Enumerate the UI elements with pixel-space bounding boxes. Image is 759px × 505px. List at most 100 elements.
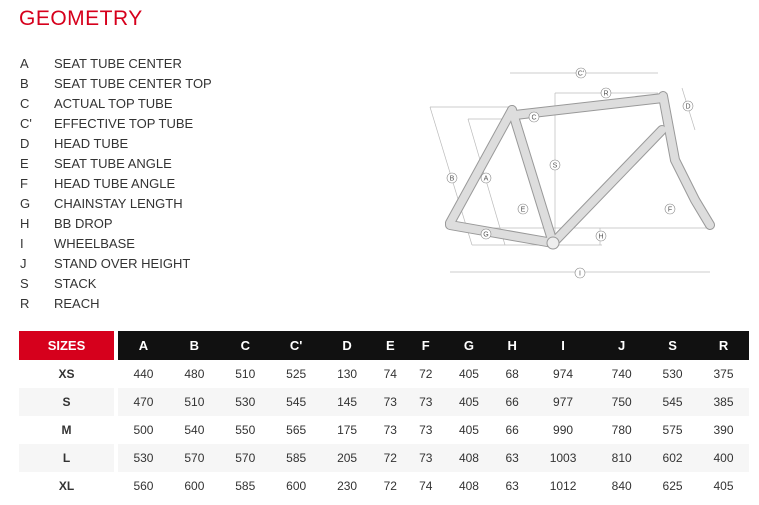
page-title: GEOMETRY bbox=[19, 7, 143, 30]
legend-key: G bbox=[20, 195, 31, 211]
legend-label: STAND OVER HEIGHT bbox=[54, 255, 191, 271]
table-cell: 408 bbox=[458, 479, 479, 493]
table-cell: 72 bbox=[372, 444, 409, 472]
svg-text:B: B bbox=[450, 176, 455, 183]
legend-label: STACK bbox=[54, 275, 97, 291]
table-cell: 470 bbox=[118, 388, 169, 416]
table-cell: 405 bbox=[713, 479, 734, 493]
table-cell: 375 bbox=[713, 367, 734, 381]
table-cell: 400 bbox=[698, 444, 749, 472]
legend-label: CHAINSTAY LENGTH bbox=[54, 195, 183, 211]
size-label: M bbox=[19, 416, 118, 444]
table-cell: 390 bbox=[713, 423, 734, 437]
table-cell: 175 bbox=[337, 423, 358, 437]
size-label: L bbox=[19, 444, 118, 472]
column-header: B bbox=[168, 331, 220, 360]
table-cell: 63 bbox=[505, 479, 519, 493]
table-cell: 73 bbox=[383, 423, 397, 437]
table-cell: 810 bbox=[596, 444, 648, 472]
table-cell: 530 bbox=[662, 367, 683, 381]
table-cell: 130 bbox=[337, 367, 358, 381]
table-cell: 74 bbox=[383, 367, 397, 381]
table-cell: 780 bbox=[611, 423, 632, 437]
svg-text:E: E bbox=[521, 207, 526, 214]
table-cell: 560 bbox=[133, 479, 154, 493]
legend-key: B bbox=[20, 75, 29, 91]
legend-label: WHEELBASE bbox=[54, 235, 135, 251]
table-cell: 525 bbox=[286, 367, 307, 381]
sizes-header: SIZES bbox=[19, 331, 118, 360]
legend-key: F bbox=[20, 175, 28, 191]
column-header: J bbox=[596, 331, 648, 360]
table-cell: 66 bbox=[505, 423, 519, 437]
column-header: R bbox=[698, 331, 749, 360]
table-cell: 600 bbox=[286, 479, 307, 493]
svg-text:D: D bbox=[685, 104, 690, 111]
table-cell: 974 bbox=[553, 367, 574, 381]
legend-item: B SEAT TUBE CENTER TOP bbox=[20, 73, 212, 93]
table-cell: 740 bbox=[611, 367, 632, 381]
table-cell: 500 bbox=[133, 423, 154, 437]
table-cell: 408 bbox=[443, 444, 495, 472]
table-cell: 625 bbox=[662, 479, 683, 493]
size-label: XL bbox=[19, 472, 118, 500]
column-header: C bbox=[219, 331, 271, 360]
column-header: S bbox=[647, 331, 699, 360]
svg-text:S: S bbox=[553, 163, 558, 170]
legend-key: C' bbox=[20, 115, 32, 131]
legend-key: E bbox=[20, 155, 29, 171]
table-cell: 405 bbox=[458, 367, 479, 381]
legend-label: EFFECTIVE TOP TUBE bbox=[54, 115, 194, 131]
table-cell: 73 bbox=[419, 423, 433, 437]
legend-label: SEAT TUBE CENTER TOP bbox=[54, 75, 212, 91]
legend-key: S bbox=[20, 275, 29, 291]
table-cell: 72 bbox=[383, 479, 397, 493]
table-cell: 530 bbox=[219, 388, 271, 416]
legend-item: C' EFFECTIVE TOP TUBE bbox=[20, 113, 212, 133]
table-cell: 73 bbox=[372, 388, 409, 416]
svg-text:H: H bbox=[598, 234, 603, 241]
table-cell: 230 bbox=[337, 479, 358, 493]
table-cell: 990 bbox=[553, 423, 574, 437]
table-cell: 480 bbox=[184, 367, 205, 381]
column-header: F bbox=[408, 331, 444, 360]
legend-key: A bbox=[20, 55, 29, 71]
legend-item: G CHAINSTAY LENGTH bbox=[20, 193, 212, 213]
table-cell: 575 bbox=[662, 423, 683, 437]
legend-key: D bbox=[20, 135, 30, 151]
table-cell: 585 bbox=[270, 444, 322, 472]
size-label: S bbox=[19, 388, 118, 416]
table-cell: 66 bbox=[494, 388, 530, 416]
table-cell: 1003 bbox=[529, 444, 597, 472]
svg-text:A: A bbox=[484, 176, 489, 183]
table-cell: 545 bbox=[270, 388, 322, 416]
table-cell: 74 bbox=[419, 479, 433, 493]
column-header: E bbox=[372, 331, 409, 360]
table-cell: 73 bbox=[408, 444, 444, 472]
table-cell: 72 bbox=[419, 367, 433, 381]
table-cell: 602 bbox=[647, 444, 699, 472]
table-cell: 510 bbox=[168, 388, 220, 416]
table-cell: 585 bbox=[235, 479, 256, 493]
legend-label: HEAD TUBE ANGLE bbox=[54, 175, 176, 191]
table-cell: 68 bbox=[505, 367, 519, 381]
table-cell: 510 bbox=[235, 367, 256, 381]
column-header: C' bbox=[270, 331, 322, 360]
svg-text:I: I bbox=[579, 271, 581, 278]
legend-label: BB DROP bbox=[54, 215, 113, 231]
legend-label: REACH bbox=[54, 295, 100, 311]
legend-item: S STACK bbox=[20, 273, 212, 293]
legend-key: C bbox=[20, 95, 30, 111]
svg-text:F: F bbox=[668, 207, 672, 214]
